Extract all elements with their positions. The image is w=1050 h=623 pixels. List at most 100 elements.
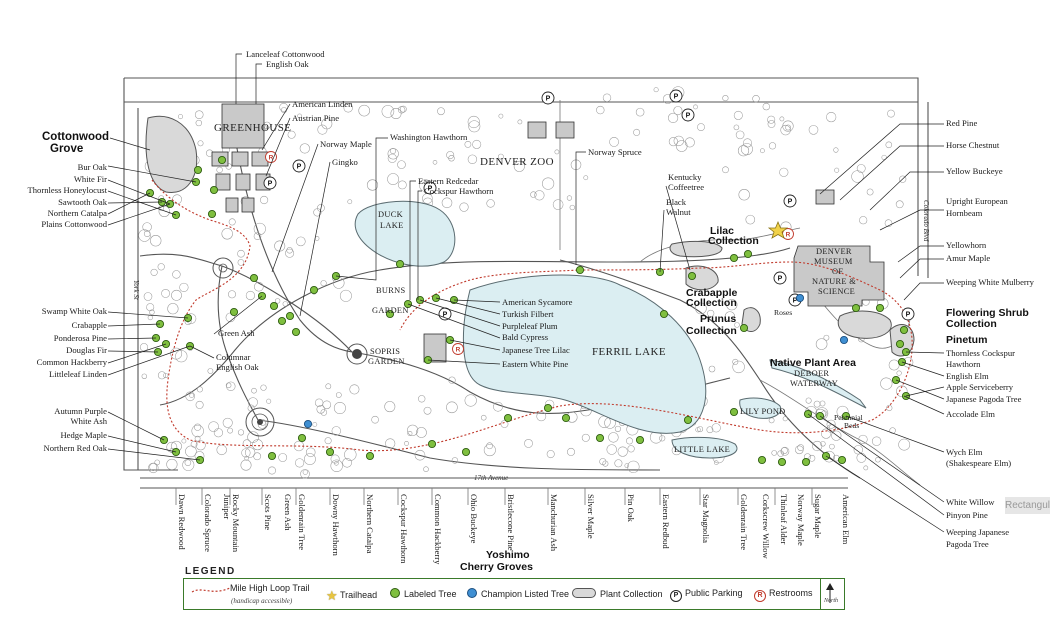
labeled-tree-marker bbox=[635, 435, 645, 445]
prunus-label-1: Prunus bbox=[700, 313, 736, 325]
labeled-tree-marker bbox=[297, 433, 307, 443]
label-pinyon-pine: Pinyon Pine bbox=[946, 510, 988, 520]
label-japanese-tree-lilac: Japanese Tree Lilac bbox=[502, 345, 570, 355]
legend-parking-label: Public Parking bbox=[685, 588, 743, 598]
label-english-elm: English Elm bbox=[946, 371, 989, 381]
parking-icon-text: P bbox=[443, 312, 448, 319]
york-st-label: York St bbox=[132, 280, 140, 301]
labeled-tree-marker bbox=[895, 339, 905, 349]
parking-icon-text: P bbox=[297, 164, 302, 171]
label-eastern-white-pine: Eastern White Pine bbox=[502, 359, 568, 369]
seventeenth-ave-label: 17th Avenue bbox=[474, 474, 508, 482]
leader-line bbox=[819, 415, 945, 503]
label-yellowhorn: Yellowhorn bbox=[946, 240, 987, 250]
labeled-tree-marker bbox=[899, 325, 909, 335]
native-plant-label: Native Plant Area bbox=[770, 357, 856, 369]
leader-line bbox=[453, 299, 501, 303]
labeled-tree-marker bbox=[309, 285, 319, 295]
restroom-icon-text: R bbox=[456, 346, 461, 353]
parking-icon bbox=[901, 307, 915, 321]
label-upright-hornbeam-1: Upright European bbox=[946, 196, 1009, 206]
labeled-tree-marker bbox=[729, 407, 739, 417]
labeled-tree-marker bbox=[229, 307, 239, 317]
parking-icon-text: P bbox=[793, 298, 798, 305]
restroom-icon bbox=[265, 151, 277, 163]
place-labels: GREENHOUSE DENVER ZOO DUCK LAKE BURNS GA… bbox=[132, 122, 930, 482]
legend-north: North bbox=[824, 598, 839, 604]
label-green-ash: Green Ash bbox=[283, 494, 293, 531]
ferril-lake-label: FERRIL LAKE bbox=[592, 346, 666, 358]
parking-icon bbox=[773, 271, 787, 285]
leader-line bbox=[335, 137, 388, 281]
parking-icon-text: P bbox=[686, 113, 691, 120]
restroom-icon-text: R bbox=[269, 154, 274, 161]
label-white-willow: White Willow bbox=[946, 497, 995, 507]
label-northern-catalpa-2-line: Northern Catalpa bbox=[365, 494, 375, 554]
label-norway-spruce: Norway Spruce bbox=[588, 147, 642, 157]
label-thornless-cockspur-1: Thornless Cockspur bbox=[946, 348, 1015, 358]
label-dawn-redwood-line: Dawn Redwood bbox=[177, 494, 187, 550]
flowering-shrub-label-1: Flowering Shrub bbox=[946, 307, 1029, 319]
label-american-elm: American Elm bbox=[841, 494, 851, 545]
label-littleleaf-linden: Littleleaf Linden bbox=[49, 369, 108, 379]
label-downy-hawthorn: Downy Hawthorn bbox=[331, 494, 341, 557]
label-yellow-buckeye: Yellow Buckeye bbox=[946, 166, 1003, 176]
legend-champion: Champion Listed Tree bbox=[467, 588, 569, 599]
label-gingko: Gingko bbox=[332, 157, 358, 167]
parking-icon bbox=[669, 89, 683, 103]
labeled-tree-marker bbox=[687, 271, 697, 281]
leader-line bbox=[107, 435, 177, 453]
museum-label-5: SCIENCE bbox=[818, 287, 855, 296]
labeled-tree-marker bbox=[595, 433, 605, 443]
champion-tree-icon bbox=[467, 588, 477, 598]
lily-pond-label: LILY POND bbox=[740, 407, 786, 416]
deboer-waterway bbox=[769, 359, 867, 409]
label-weeping-pagoda-2: Pagoda Tree bbox=[946, 539, 989, 549]
labeled-tree-marker bbox=[743, 249, 753, 259]
leader-line bbox=[575, 151, 586, 265]
tree-labels: Lanceleaf Cottonwood English Oak America… bbox=[28, 49, 1035, 549]
legend-trail-sub: (handicap accessible) bbox=[231, 597, 293, 605]
restroom-icon: R bbox=[754, 590, 766, 602]
leader-line bbox=[901, 361, 945, 377]
leader-line bbox=[903, 282, 944, 301]
label-northern-catalpa-2: Northern Catalpa bbox=[365, 494, 375, 554]
flowering-shrub-label-2: Collection bbox=[946, 318, 997, 330]
legend-title: LEGEND bbox=[185, 566, 236, 577]
roses-label: Roses bbox=[774, 308, 792, 317]
label-cockspur-hawthorn: Cockspur Hawthorn bbox=[424, 186, 494, 196]
museum-label-3: OF bbox=[832, 267, 843, 276]
parking-icon-text: P bbox=[778, 276, 783, 283]
yoshimo-label-2: Cherry Groves bbox=[460, 561, 533, 573]
leader-line bbox=[189, 345, 215, 359]
lilac-label-2: Collection bbox=[708, 235, 759, 247]
label-bur-oak: Bur Oak bbox=[78, 162, 108, 172]
label-red-pine: Red Pine bbox=[946, 118, 977, 128]
label-downy-hawthorn-line: Downy Hawthorn bbox=[331, 494, 341, 557]
label-douglas-fir: Douglas Fir bbox=[66, 345, 107, 355]
legend-restrooms-label: Restrooms bbox=[769, 588, 813, 598]
label-wych-elm-2: (Shakespeare Elm) bbox=[946, 458, 1011, 468]
label-cockspur-hawthorn-2-line: Cockspur Hawthorn bbox=[399, 494, 409, 564]
labeled-tree-marker bbox=[739, 323, 749, 333]
perennial-label-1: Perennial bbox=[834, 413, 863, 422]
labeled-tree-marker bbox=[777, 457, 787, 467]
flowering-shrub-area bbox=[837, 310, 892, 339]
label-rocky-mountain-juniper: Rocky MountainJuniper bbox=[222, 494, 241, 553]
label-rocky-mountain-juniper-line: Rocky Mountain bbox=[231, 494, 241, 553]
leader-line bbox=[107, 311, 189, 319]
legend-trailhead-label: Trailhead bbox=[340, 590, 378, 600]
duck-lake-label-2: LAKE bbox=[380, 221, 404, 230]
label-star-magnolia: Star Magnolia bbox=[701, 494, 711, 543]
parking-icon-text: P bbox=[428, 186, 433, 193]
label-purpleleaf-plum: Purpleleaf Plum bbox=[502, 321, 558, 331]
labeled-tree-marker bbox=[249, 273, 259, 283]
leader-line bbox=[427, 359, 501, 365]
restroom-icon bbox=[452, 343, 464, 355]
label-bristlecone-pine: Bristlecone Pine bbox=[506, 494, 516, 551]
label-silver-maple: Silver Maple bbox=[586, 494, 596, 539]
pinetum-label: Pinetum bbox=[946, 334, 987, 346]
greenhouse-label: GREENHOUSE bbox=[214, 122, 291, 134]
parking-icon-text: P bbox=[906, 312, 911, 319]
leader-line bbox=[825, 455, 945, 533]
